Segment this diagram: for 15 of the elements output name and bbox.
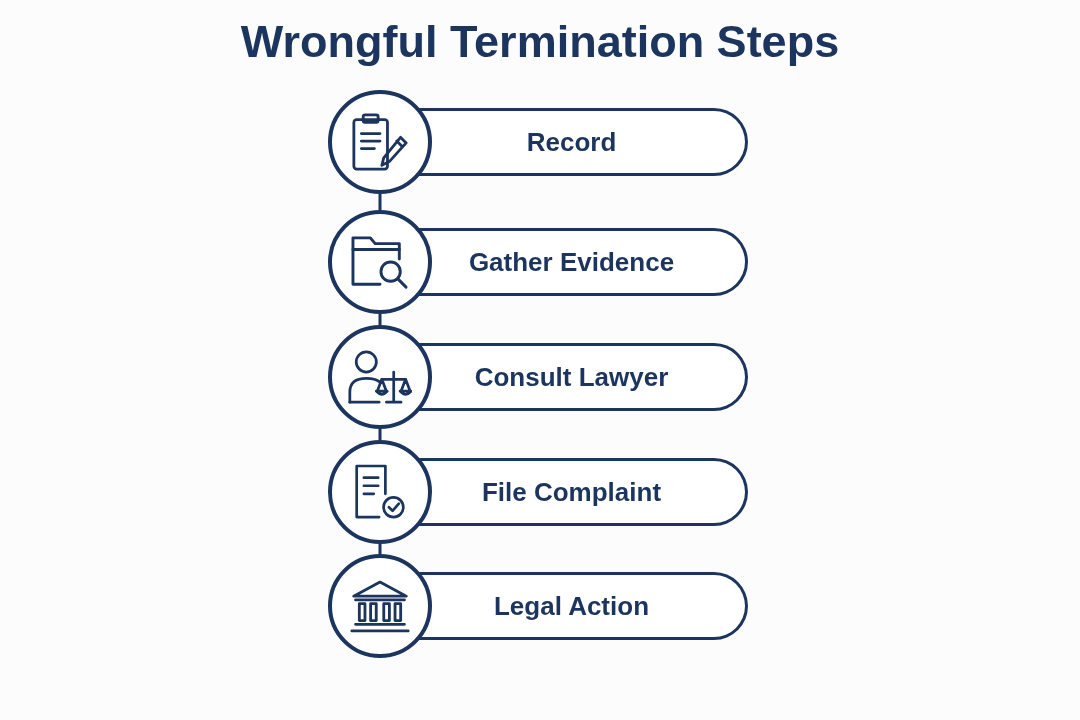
step-pill (432, 572, 748, 640)
connector-line (378, 544, 382, 554)
step-label: File Complaint (481, 476, 662, 508)
step-pill (432, 108, 748, 176)
connector-line (378, 194, 382, 210)
title: Wrongful Termination Steps (239, 15, 841, 69)
connector-line (378, 314, 382, 325)
step-label: Consult Lawyer (474, 361, 669, 393)
step-pill (432, 343, 748, 411)
step-pill (432, 228, 748, 296)
step-label: Record (526, 126, 617, 158)
step-label: Legal Action (493, 590, 650, 622)
step-label: Gather Evidence (468, 246, 675, 278)
connector-line (378, 429, 382, 440)
step-pill (432, 458, 748, 526)
